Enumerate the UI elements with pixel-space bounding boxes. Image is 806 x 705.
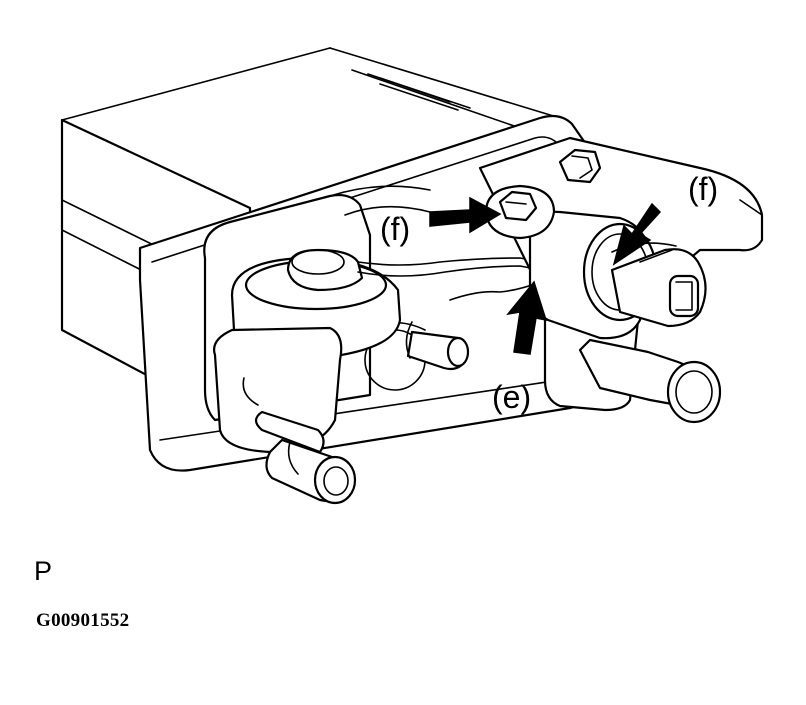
mounting-bolt — [484, 184, 556, 240]
callout-f-right: (f) — [688, 171, 718, 207]
arrow-pointer-icon — [506, 280, 548, 355]
arrow-pointer-icon — [429, 196, 502, 234]
vacuum-valve-left — [213, 248, 402, 505]
figure-code: G00901552 — [36, 610, 130, 631]
callout-f-left: (f) — [380, 211, 410, 247]
callout-e: (e) — [492, 379, 531, 415]
arrow-pointer-icon — [612, 202, 662, 266]
view-letter: P — [34, 556, 53, 586]
small-port-nipple — [405, 321, 470, 371]
